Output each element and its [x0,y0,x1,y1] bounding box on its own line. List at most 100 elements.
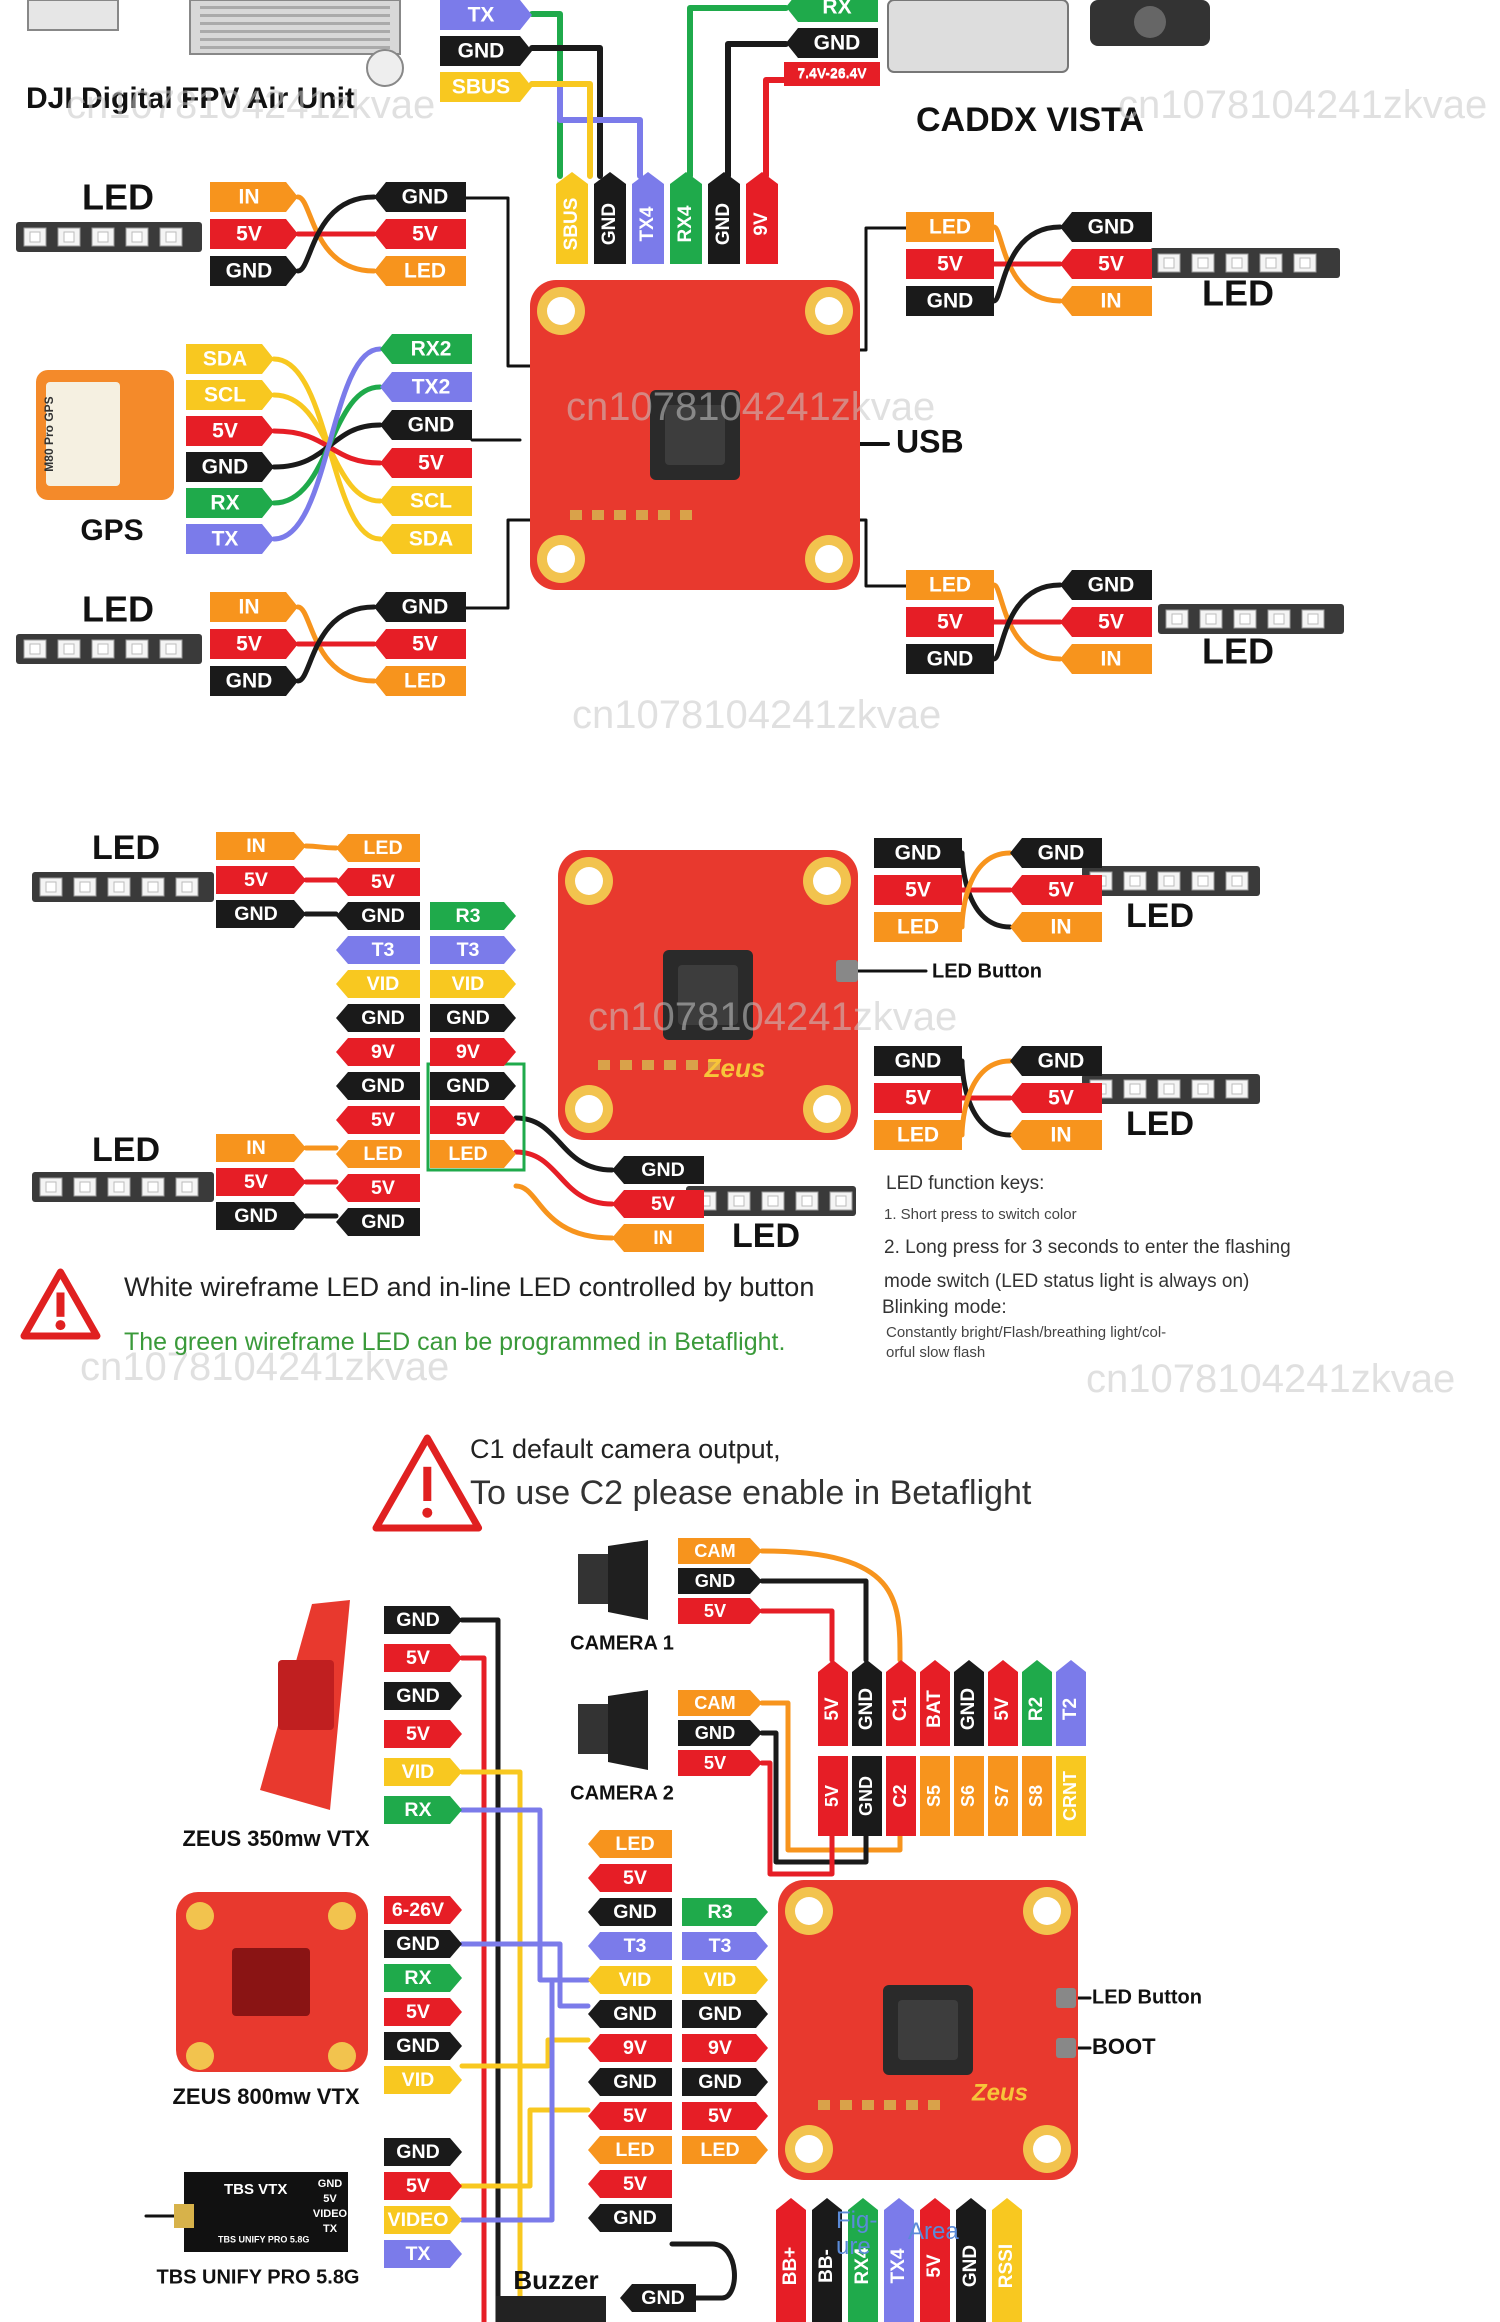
center-b-pad [682,1898,768,1926]
pin-label: IN [239,186,260,209]
right-top-led-right-pad [1010,875,1102,905]
col-a-pad [336,936,420,964]
led-chip [29,643,41,655]
pin-label: GND [698,2071,742,2093]
buzzer-label: Buzzer [513,2265,598,2295]
pin-label: GND [226,260,273,283]
pin-label: GND [446,1075,490,1097]
led-chip [1273,613,1285,625]
vtx-800-pad [384,1998,462,2026]
pin-label: T3 [457,939,480,961]
right-mid-led-left-pad [874,1046,962,1076]
led-button-icon [1056,1988,1076,2008]
header-bottom-pin [886,1756,916,1836]
bottom-pin [992,2198,1022,2322]
gps-wire [271,346,383,542]
led-left-bottom-left-pad [210,592,298,622]
center-a-pad [588,2204,672,2232]
col-a-pad [336,1004,420,1032]
connector-leader [854,226,908,352]
pin-label: 5V [623,1867,647,1889]
pin-label: 5V [704,1753,726,1773]
solder-pad [840,2100,852,2110]
solder-pad [570,510,582,520]
wire [513,1115,615,1173]
header-bottom-pin [988,1756,1018,1836]
led-right-bottom-left-pad [906,607,994,637]
warning-line-2: The green wireframe LED can be programme… [124,1328,786,1356]
pin-label: LED [448,1143,487,1165]
pin-label: GND [226,670,273,693]
led-right-top-right-pad [1060,249,1152,279]
led-chip [181,1181,193,1193]
pin-label: 5V [456,1109,480,1131]
vtx-350-label: ZEUS 350mw VTX [182,1826,369,1851]
vtx-wire [459,1941,591,2009]
mount-hole [1033,2135,1061,2163]
vtx-800-pad [384,1896,462,1924]
pin-label: IN [239,596,260,619]
led-right-bottom-left-pad [906,570,994,600]
led-chip [79,881,91,893]
led-label: LED [732,1217,800,1255]
pin-label: GND [396,2035,440,2057]
mount-hole [547,545,575,573]
wire-9v [763,77,789,179]
center-a-pad [588,2068,672,2096]
bottom-pin [848,2198,878,2322]
led-chip [1231,875,1243,887]
right-top-led-left-pad [874,838,962,868]
pin-label: IN [246,1137,266,1159]
camera-1-pad [678,1538,762,1564]
led-button-icon [836,960,858,982]
center-a-pad [588,2000,672,2028]
caddx-vista-label: CADDX VISTA [916,101,1144,139]
bottom-led-pad [612,1156,704,1184]
vtx-wire [459,2037,591,2069]
camera-2-label: CAMERA 2 [570,1782,674,1804]
col-a-pad [336,1038,420,1066]
heatsink-fin [200,22,390,25]
pin-label: 6-26V [392,1899,444,1921]
header-bottom-label: C2 [890,1784,910,1807]
vtx-800-hole [186,1902,214,1930]
tbs-label: TBS UNIFY PRO 5.8G [156,2266,359,2288]
wire-gnd-2 [725,41,789,179]
led-chip [45,1181,57,1193]
boot-button-icon [1056,2038,1076,2058]
heatsink-fin [200,30,390,33]
vista-pad [786,0,878,22]
overlay-figure: Fig-ure [836,2207,878,2261]
pin-label: VIDEO [388,2209,449,2231]
header-bottom-pin [1022,1756,1052,1836]
mount-hole [815,297,843,325]
pin-label: TX [468,4,495,27]
camera-wire [759,1548,903,1663]
tbs-pad [384,2240,462,2268]
center-b-pad [682,2102,768,2130]
pin-label: VID [452,973,485,995]
vertical-pin-label: 5V [924,2254,945,2278]
header-bottom-pin [852,1756,882,1836]
pin-label: 5V [623,2173,647,2195]
col-a-pad [336,1072,420,1100]
heatsink-fin [200,38,390,41]
solder-pad [620,1060,632,1070]
led-label: LED [82,589,154,630]
pin-label: GND [1088,574,1135,597]
pin-label: TX2 [412,376,451,399]
led-chip [1307,613,1319,625]
blink-text-b: orful slow flash [886,1344,986,1361]
led-left-top-right-pad [374,256,466,286]
center-a-pad [588,1932,672,1960]
center-b-pad [682,2136,768,2164]
pin-label: GND [396,1685,440,1707]
pin-label: 5V [406,1647,430,1669]
mount-hole [795,2135,823,2163]
vtx-800-pad [384,2032,462,2060]
solder-pad [642,1060,654,1070]
led-chip [165,643,177,655]
led-chip [1299,257,1311,269]
pin-label: 5V [623,2105,647,2127]
tbs-device-title: TBS VTX [224,2181,287,2198]
